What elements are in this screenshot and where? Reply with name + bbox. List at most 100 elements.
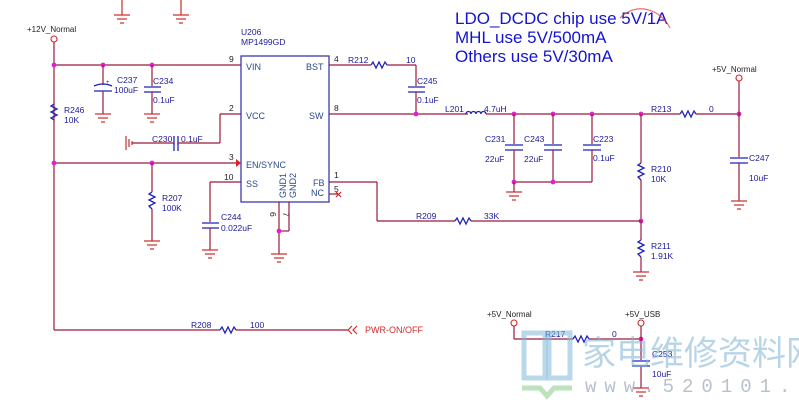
net-port-5v-normal-2	[510, 319, 518, 327]
resistor-r213: R213 0	[651, 104, 714, 119]
label-text: 0	[709, 104, 714, 114]
symbol-body	[546, 330, 573, 381]
symbol-stroke	[454, 216, 472, 226]
net-port-5v-usb	[637, 319, 645, 327]
label-text: C234	[153, 76, 174, 86]
junction-dot	[276, 228, 282, 234]
resistor-r207: R207 100K	[144, 163, 183, 250]
note-line-1: LDO_DCDC chip use 5V/1A	[455, 9, 668, 28]
label-text: +	[106, 80, 110, 86]
label-text: L201	[445, 104, 464, 114]
pwr-on-off-port: PWR-ON/OFF	[347, 325, 423, 335]
symbol-stroke	[219, 325, 237, 335]
label-text: 0	[612, 329, 617, 339]
label-text: NC	[311, 188, 324, 198]
symbol-body	[240, 55, 330, 203]
ground-symbol	[271, 253, 287, 263]
label-text: R213	[651, 104, 672, 114]
label-text: 10uF	[749, 173, 768, 183]
label-text: 100	[250, 320, 264, 330]
label-text: 10uF	[652, 369, 671, 379]
inductor-l201: L201 4.7uH	[445, 104, 507, 115]
resistor-r209: R209 33K	[416, 211, 499, 226]
junction-dot	[413, 111, 419, 117]
ground-symbol	[506, 182, 522, 201]
wire-segment	[335, 191, 342, 198]
label-text: R209	[416, 211, 437, 221]
label-text: 100uF	[114, 85, 138, 95]
capacitor-c223: C223 0.1uF	[583, 114, 615, 182]
ic-u206: U206 MP1499GD 9 VIN 2 VCC 3 EN/SYNC 10 S…	[224, 27, 339, 217]
label-text: C230	[152, 134, 173, 144]
label-text: GND1	[278, 173, 288, 198]
junction-dot	[550, 179, 556, 185]
capacitor-c237: + C237 100uF	[93, 65, 138, 123]
symbol-stroke	[147, 191, 157, 210]
symbol-stroke	[572, 334, 590, 344]
label-text: C245	[417, 76, 438, 86]
note-line-2: MHL use 5V/500mA	[455, 28, 607, 47]
label-text: C243	[524, 134, 545, 144]
label-text: 0.1uF	[181, 134, 203, 144]
label-text: C231	[485, 134, 506, 144]
label-text: SS	[246, 179, 258, 189]
label-text: 3	[229, 152, 234, 162]
capacitor-c230: C230 0.1uF	[125, 113, 241, 151]
symbol-stroke	[522, 385, 572, 400]
label-text: 10K	[651, 174, 666, 184]
label-text: 6	[268, 212, 278, 217]
watermark-text: 家电维修资料网	[582, 334, 799, 374]
symbol-stroke	[636, 239, 646, 258]
label-text: 10	[406, 55, 416, 65]
capacitor-c234: C234 0.1uF	[144, 65, 175, 123]
chip-part: MP1499GD	[241, 37, 285, 47]
label-text: C247	[749, 153, 770, 163]
ground-symbol	[114, 0, 130, 24]
junction-dot	[51, 160, 57, 166]
net-label-5v-usb: +5V_USB	[625, 310, 660, 319]
label-text: 10K	[64, 115, 79, 125]
label-text: C244	[221, 212, 242, 222]
label-text: C253	[652, 349, 673, 359]
net-port-5v-normal	[735, 74, 743, 82]
label-text: VCC	[246, 111, 266, 121]
symbol-body	[521, 330, 548, 381]
label-text: 9	[229, 54, 234, 64]
label-text: GND2	[288, 173, 298, 198]
annotation-mark	[619, 8, 671, 29]
capacitor-c247: C247 10uF	[730, 153, 770, 210]
label-text: 10	[224, 172, 234, 182]
capacitor-c253: C253 10uF	[632, 349, 673, 397]
label-text: R208	[191, 320, 212, 330]
symbol-stroke	[49, 103, 59, 121]
label-text: 2	[229, 103, 234, 113]
label-text: 1	[334, 170, 339, 180]
resistor-r246: R246 10K	[49, 103, 85, 125]
capacitor-c231: C231 22uF	[485, 114, 523, 182]
label-text: PWR-ON/OFF	[365, 325, 423, 335]
label-text: BST	[306, 62, 324, 72]
label-text: SW	[309, 111, 324, 121]
resistor-r210: R210 10K	[636, 114, 672, 221]
en-arrow-icon	[236, 159, 241, 167]
label-text: 4.7uH	[484, 104, 507, 114]
label-text: FB	[313, 178, 325, 188]
ground-symbol	[173, 0, 189, 24]
capacitor-c245: C245 0.1uF	[408, 76, 439, 105]
junction-dot	[51, 62, 57, 68]
watermark: 家电维修资料网 www.520101.com	[521, 330, 799, 400]
symbol-stroke	[347, 325, 353, 335]
net-label-12v: +12V_Normal	[27, 25, 76, 34]
label-text: 0.1uF	[593, 153, 615, 163]
label-text: 0.022uF	[221, 223, 252, 233]
symbol-stroke	[465, 110, 487, 115]
label-text: R211	[651, 241, 671, 251]
capacitor-c243: C243 22uF	[524, 114, 562, 182]
note-line-3: Others use 5V/30mA	[455, 47, 613, 66]
label-text: 5	[334, 184, 339, 194]
symbol-stroke	[679, 109, 697, 119]
chip-ref: U206	[241, 27, 262, 37]
watermark-url: www.520101.com	[585, 376, 799, 398]
resistor-r211: R211 1.91K	[633, 221, 674, 281]
